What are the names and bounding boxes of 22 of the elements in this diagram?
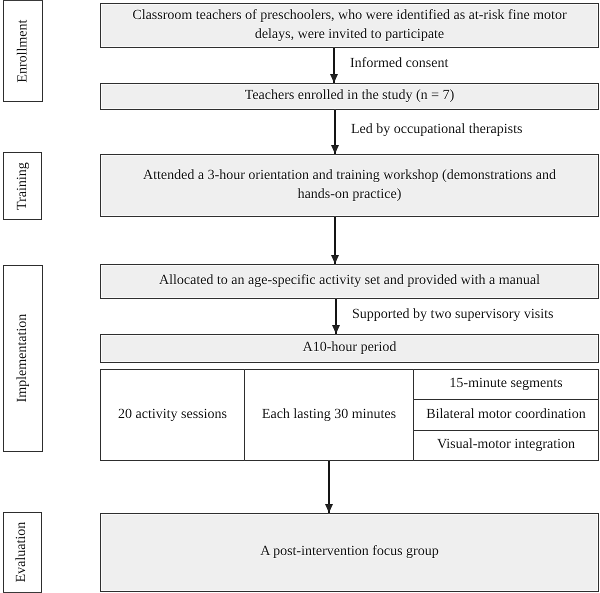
- edge-label: Supported by two supervisory visits: [352, 306, 554, 322]
- edge-label: Informed consent: [350, 56, 448, 72]
- stage-label-box: Implementation: [3, 265, 43, 452]
- process-box: Allocated to an age-specific activity set and provided with a manual: [100, 264, 599, 299]
- arrow: [325, 461, 333, 513]
- table-cell: 15-minute segments: [413, 369, 599, 400]
- process-box: A post-intervention focus group: [100, 513, 599, 592]
- arrow: [332, 299, 340, 334]
- process-box: A10-hour period: [100, 334, 599, 363]
- arrow: [331, 110, 339, 154]
- arrow: [331, 217, 339, 264]
- process-box: Classroom teachers of preschoolers, who were identified as at-risk fine motor delays, were invited to participate: [100, 3, 599, 48]
- table-cell: 20 activity sessions: [100, 369, 245, 461]
- stage-label-box: Evaluation: [3, 512, 42, 593]
- stage-label-box: Enrollment: [3, 0, 43, 102]
- stage-label-box: Training: [3, 152, 42, 220]
- process-box: Attended a 3-hour orientation and training workshop (demonstrations and hands-on practice): [100, 154, 599, 217]
- edge-label: Led by occupational therapists: [351, 122, 522, 138]
- process-box: Teachers enrolled in the study (n = 7): [100, 83, 599, 110]
- arrow: [330, 48, 338, 83]
- table-cell: Visual-motor integration: [413, 430, 599, 461]
- table-cell: Each lasting 30 minutes: [244, 369, 414, 461]
